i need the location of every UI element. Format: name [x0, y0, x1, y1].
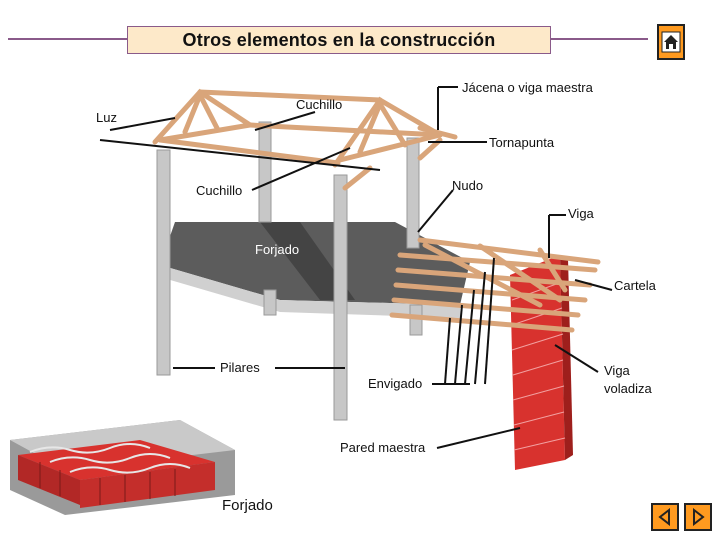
prev-button[interactable]: [651, 503, 679, 531]
label-tornapunta: Tornapunta: [489, 135, 555, 150]
envigado: [389, 237, 601, 333]
home-icon: [661, 31, 681, 53]
label-cuchillo-left: Cuchillo: [196, 183, 242, 198]
label-cuchillo-top: Cuchillo: [296, 97, 342, 112]
header-line-left: [8, 38, 128, 40]
label-viga-voladiza-2: voladiza: [604, 381, 652, 396]
home-button[interactable]: [657, 24, 685, 60]
label-viga-voladiza-1: Viga: [604, 363, 631, 378]
label-nudo: Nudo: [452, 178, 483, 193]
pilares: [156, 121, 423, 421]
label-luz: Luz: [96, 110, 117, 125]
leader-lines: [99, 86, 613, 449]
page-title: Otros elementos en la construcción: [127, 26, 551, 54]
arrow-left-icon: [658, 508, 670, 526]
arrow-right-icon: [693, 508, 705, 526]
inset-caption: Forjado: [222, 497, 273, 514]
next-button[interactable]: [684, 503, 712, 531]
label-viga: Viga: [568, 206, 595, 221]
forjado-inset-image: [10, 420, 235, 515]
header-line-right: [551, 38, 648, 40]
label-jacena: Jácena o viga maestra: [462, 80, 594, 95]
label-cartela: Cartela: [614, 278, 657, 293]
label-forjado-slab: Forjado: [255, 242, 299, 257]
roof-trusses: [152, 88, 458, 191]
label-pilares: Pilares: [220, 360, 260, 375]
label-envigado: Envigado: [368, 376, 422, 391]
label-pared-maestra: Pared maestra: [340, 440, 426, 455]
